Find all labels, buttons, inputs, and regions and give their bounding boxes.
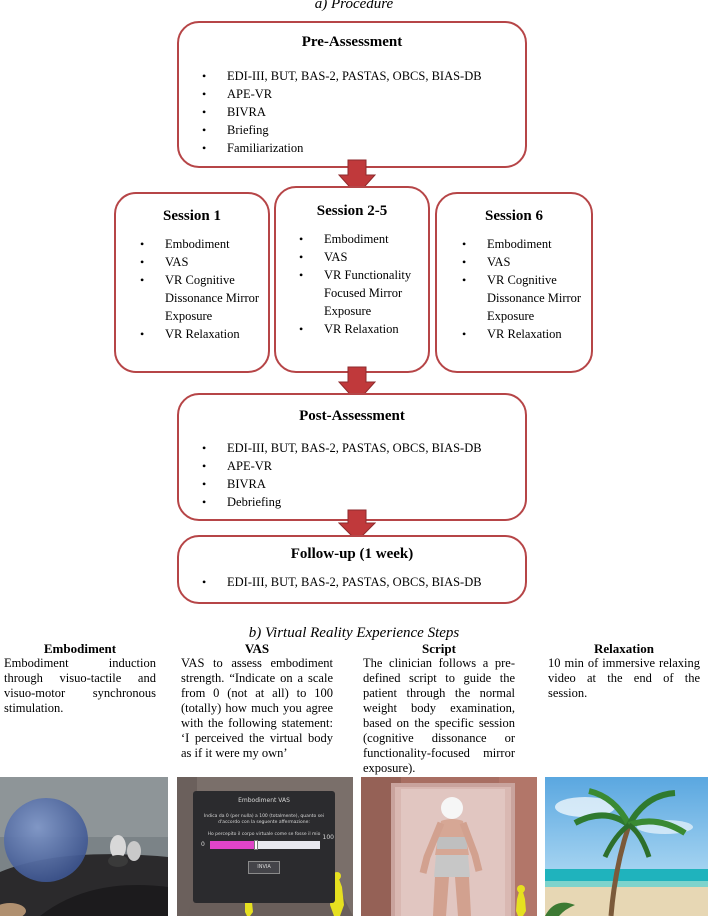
vas-submit-button[interactable]: INVIA [248,861,280,874]
post-item-4: Debriefing [202,493,525,511]
vas-slider-fill [210,841,257,849]
session-1-box: Session 1 Embodiment VAS VR Cognitive Di… [114,192,270,373]
vas-panel-title: Embodiment VAS [238,797,290,804]
vas-panel: Embodiment VAS Indica da 0 (per nulla) a… [193,791,335,903]
vas-max-label: 100 [322,834,334,841]
step-script: Script The clinician follows a pre-defin… [363,641,515,776]
vas-vr-image: Embodiment VAS Indica da 0 (per nulla) a… [177,777,353,916]
step-vas-text: VAS to assess embodiment strength. “Indi… [181,656,333,760]
pre-item-1: EDI-III, BUT, BAS-2, PASTAS, OBCS, BIAS-… [202,67,525,85]
follow-up-item-1: EDI-III, BUT, BAS-2, PASTAS, OBCS, BIAS-… [202,573,525,591]
step-relaxation-text: 10 min of immersive relaxing video at th… [548,656,700,700]
session-1-item-1: Embodiment [140,235,264,253]
script-mirror-vr-image [361,777,537,916]
post-item-1: EDI-III, BUT, BAS-2, PASTAS, OBCS, BIAS-… [202,439,525,457]
vas-panel-statement: Ho percepito il corpo virtuale come se f… [207,832,321,837]
down-arrow-icon [338,509,376,542]
session-2-5-item-2: VAS [299,248,424,266]
vas-slider[interactable]: 0 100 [201,834,334,850]
session-2-5-title: Session 2-5 [316,203,388,219]
step-embodiment: Embodiment Embodiment induction through … [4,641,156,716]
caption-procedure: a) Procedure [314,0,394,12]
post-assessment-title: Post-Assessment [299,408,405,424]
session-2-5-item-1: Embodiment [299,230,424,248]
mirror-avatar-graphic [361,777,537,916]
follow-up-list: EDI-III, BUT, BAS-2, PASTAS, OBCS, BIAS-… [179,573,525,591]
session-2-5-box: Session 2-5 Embodiment VAS VR Functional… [274,186,430,373]
relaxation-beach-image [545,777,708,916]
embodiment-scene-graphic [0,777,168,916]
beach-scene-graphic [545,777,708,916]
step-vas-title: VAS [244,641,270,656]
pre-item-3: BIVRA [202,103,525,121]
session-6-item-4: VR Relaxation [462,325,587,343]
session-6-item-3: VR Cognitive Dissonance Mirror Exposure [462,271,587,325]
session-1-item-3: VR Cognitive Dissonance Mirror Exposure [140,271,264,325]
session-1-item-4: VR Relaxation [140,325,264,343]
session-1-title: Session 1 [163,208,221,224]
post-assessment-box: Post-Assessment EDI-III, BUT, BAS-2, PAS… [177,393,527,521]
step-embodiment-text: Embodiment induction through visuo-tacti… [4,656,156,715]
session-6-list: Embodiment VAS VR Cognitive Dissonance M… [437,235,591,343]
vas-min-label: 0 [201,841,205,848]
session-2-5-list: Embodiment VAS VR Functionality Focused … [276,230,428,338]
follow-up-box: Follow-up (1 week) EDI-III, BUT, BAS-2, … [177,535,527,604]
pre-item-2: APE-VR [202,85,525,103]
post-item-2: APE-VR [202,457,525,475]
session-1-item-2: VAS [140,253,264,271]
session-6-item-2: VAS [462,253,587,271]
step-script-text: The clinician follows a pre-defined scri… [363,656,515,775]
step-embodiment-title: Embodiment [43,641,117,656]
step-relaxation-title: Relaxation [594,641,654,656]
post-item-3: BIVRA [202,475,525,493]
pre-assessment-box: Pre-Assessment EDI-III, BUT, BAS-2, PAST… [177,21,527,168]
session-2-5-item-4: VR Relaxation [299,320,424,338]
follow-up-title: Follow-up (1 week) [290,546,414,562]
embodiment-vr-image [0,777,168,916]
post-assessment-list: EDI-III, BUT, BAS-2, PASTAS, OBCS, BIAS-… [179,439,525,511]
session-6-item-1: Embodiment [462,235,587,253]
pre-item-5: Familiarization [202,139,525,157]
session-2-5-item-3: VR Functionality Focused Mirror Exposure [299,266,424,320]
step-script-title: Script [422,641,456,656]
pre-assessment-list: EDI-III, BUT, BAS-2, PASTAS, OBCS, BIAS-… [179,67,525,157]
step-relaxation: Relaxation 10 min of immersive relaxing … [548,641,700,701]
vas-panel-instruction: Indica da 0 (per nulla) a 100 (totalment… [203,814,325,825]
pre-assessment-title: Pre-Assessment [301,34,403,50]
session-6-title: Session 6 [485,208,543,224]
vas-slider-handle[interactable] [254,840,259,850]
step-vas: VAS VAS to assess embodiment strength. “… [181,641,333,761]
pre-item-4: Briefing [202,121,525,139]
session-6-box: Session 6 Embodiment VAS VR Cognitive Di… [435,192,593,373]
session-1-list: Embodiment VAS VR Cognitive Dissonance M… [116,235,268,343]
caption-vr-steps: b) Virtual Reality Experience Steps [248,625,460,641]
down-arrow-icon [338,159,376,196]
down-arrow-icon [338,366,376,403]
